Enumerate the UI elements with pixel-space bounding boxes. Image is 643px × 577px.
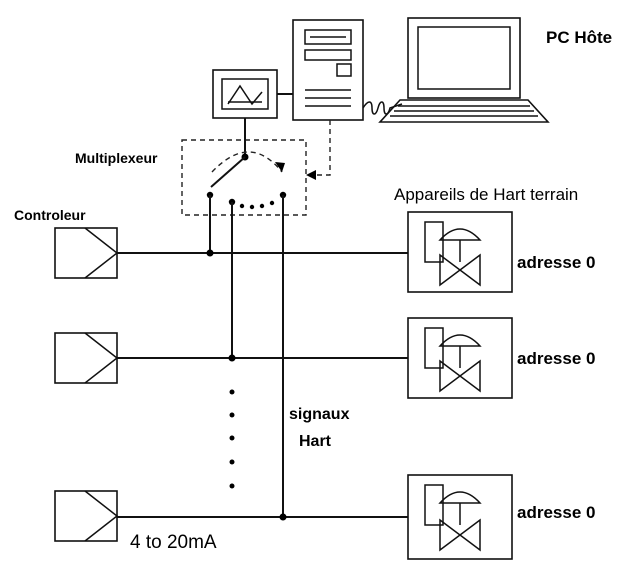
control-link	[306, 120, 331, 176]
field-device-1	[407, 211, 513, 293]
controller-label: Controleur	[14, 207, 86, 223]
hart-signals-label-2: Hart	[299, 433, 332, 450]
device-address-label: adresse 0	[517, 253, 595, 272]
multiplexer-label: Multiplexeur	[75, 150, 158, 166]
laptop-icon	[378, 17, 550, 123]
controller-3	[54, 490, 119, 542]
device-address-label: adresse 0	[517, 349, 595, 368]
ellipsis-dots	[229, 389, 235, 489]
field-device-2	[407, 317, 513, 399]
switch-icon	[206, 118, 287, 210]
pc-host-label: PC Hôte	[546, 28, 612, 47]
multiplexer-box	[181, 139, 307, 216]
coiled-cable-icon	[362, 101, 403, 115]
device-address-label: adresse 0	[517, 503, 595, 522]
field-devices-label: Appareils de Hart terrain	[394, 185, 578, 204]
hart-signals-label-1: signaux	[289, 406, 350, 423]
pc-tower-icon	[292, 19, 364, 121]
modem-icon	[212, 69, 278, 119]
current-loop-label: 4 to 20mA	[130, 532, 217, 553]
controller-1	[54, 227, 119, 279]
field-device-3	[407, 474, 513, 560]
controller-2	[54, 332, 119, 384]
